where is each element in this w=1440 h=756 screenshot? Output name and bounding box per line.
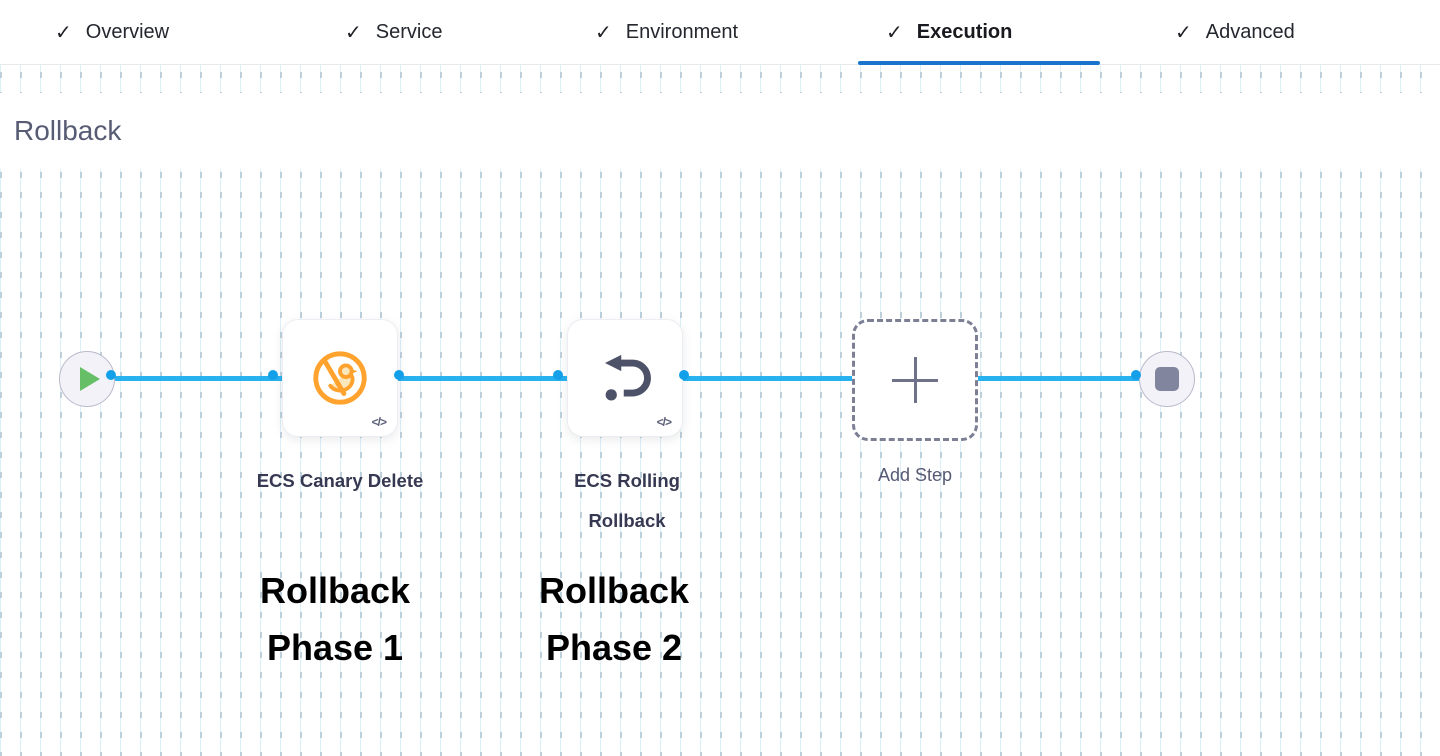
section-header: Rollback [0,93,1440,169]
step-name-label: ECS Rolling Rollback [574,470,680,531]
tab-label: Overview [85,20,170,43]
stage-tab-bar: ✓ Overview ✓ Service ✓ Environment ✓ Exe… [0,0,1440,65]
yaml-code-icon[interactable]: </> [371,415,387,429]
tab-label: Service [375,20,443,43]
pipeline-canvas[interactable]: Rollback </> </> [0,65,1440,756]
check-icon: ✓ [55,21,72,44]
canary-delete-icon [313,351,367,405]
tab-overview[interactable]: ✓ Overview [55,0,169,64]
tab-execution[interactable]: ✓ Execution [886,0,1012,64]
connector-port[interactable] [553,370,563,380]
step-node-ecs-rolling-rollback[interactable]: </> [567,319,683,437]
add-step-label: Add Step [877,465,953,485]
plus-icon [892,357,938,403]
active-tab-underline [858,61,1100,65]
connector-port[interactable] [106,370,116,380]
rollback-arrow-icon [605,354,651,401]
tab-label: Execution [916,20,1013,43]
yaml-code-icon[interactable]: </> [656,415,672,429]
annotation-rollback-phase-1: Rollback Phase 1 [259,570,411,668]
connector-port[interactable] [394,370,404,380]
check-icon: ✓ [345,21,362,44]
connector-port[interactable] [679,370,689,380]
annotation-rollback-phase-2: Rollback Phase 2 [538,570,690,668]
tab-service[interactable]: ✓ Service [345,0,442,64]
check-icon: ✓ [1175,21,1192,44]
check-icon: ✓ [595,21,612,44]
connector-port[interactable] [1131,370,1141,380]
pipeline-end-node[interactable] [1139,351,1195,407]
stop-icon [1155,367,1179,391]
tab-label: Advanced [1205,20,1295,43]
section-title: Rollback [14,115,122,146]
tab-advanced[interactable]: ✓ Advanced [1175,0,1295,64]
step-name-label: ECS Canary Delete [256,470,424,491]
pipeline-start-node[interactable] [59,351,115,407]
check-icon: ✓ [886,21,903,44]
tab-label: Environment [625,20,739,43]
connector-port[interactable] [268,370,278,380]
add-step-button[interactable] [852,319,978,441]
play-icon [80,367,100,391]
step-node-ecs-canary-delete[interactable]: </> [282,319,398,437]
tab-environment[interactable]: ✓ Environment [595,0,738,64]
